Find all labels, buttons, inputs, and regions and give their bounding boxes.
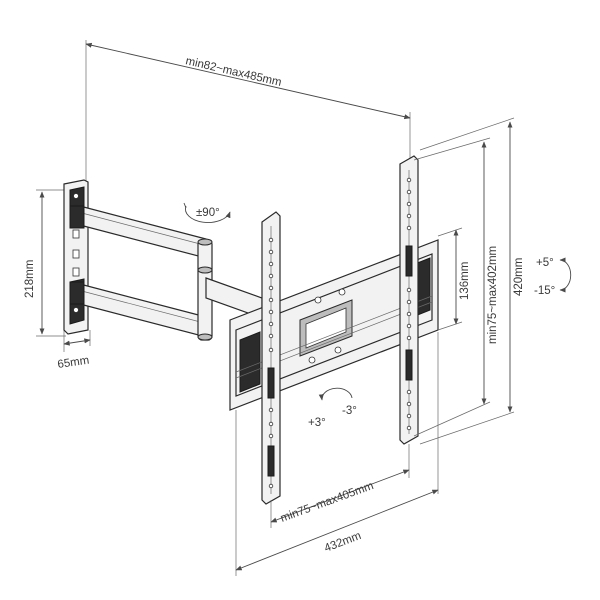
tilt-indicator: +5° -15°	[534, 257, 572, 297]
rail-height-label: 136mm	[459, 262, 471, 300]
swivel-indicator: ±90°	[183, 202, 231, 223]
left-tv-strap	[261, 211, 281, 505]
right-strap-holes	[406, 177, 412, 431]
extension-dimension: min82~max485mm	[85, 40, 411, 186]
level-minus-label: -3°	[342, 405, 357, 417]
level-indicator: +3° -3°	[308, 387, 357, 429]
extension-label: min82~max485mm	[184, 55, 282, 89]
vesa-horizontal-dimension: min75~max405mm	[270, 444, 410, 528]
lower-arm	[69, 281, 211, 339]
wall-plate-width-dimension: 65mm	[57, 330, 91, 371]
swivel-label: ±90°	[196, 207, 220, 219]
bracket-height-dimension: 420mm	[419, 117, 525, 445]
upper-arm	[69, 204, 207, 259]
rail-height-dimension: 136mm	[437, 227, 471, 331]
bracket-height-label: 420mm	[513, 258, 525, 296]
tilt-down-label: -15°	[534, 285, 555, 297]
tilt-up-label: +5°	[536, 257, 554, 269]
level-plus-label: +3°	[308, 417, 326, 429]
vesa-vertical-label: min75~max402mm	[487, 246, 499, 344]
wall-plate-height-label: 218mm	[24, 260, 36, 298]
wall-plate-height-dimension: 218mm	[24, 189, 66, 337]
vesa-horizontal-label: min75~max405mm	[279, 480, 375, 525]
wall-plate-width-label: 65mm	[57, 355, 90, 371]
horizontal-rail	[229, 239, 439, 411]
vesa-vertical-dimension: min75~max402mm	[413, 137, 499, 437]
wall-plate	[63, 179, 89, 335]
